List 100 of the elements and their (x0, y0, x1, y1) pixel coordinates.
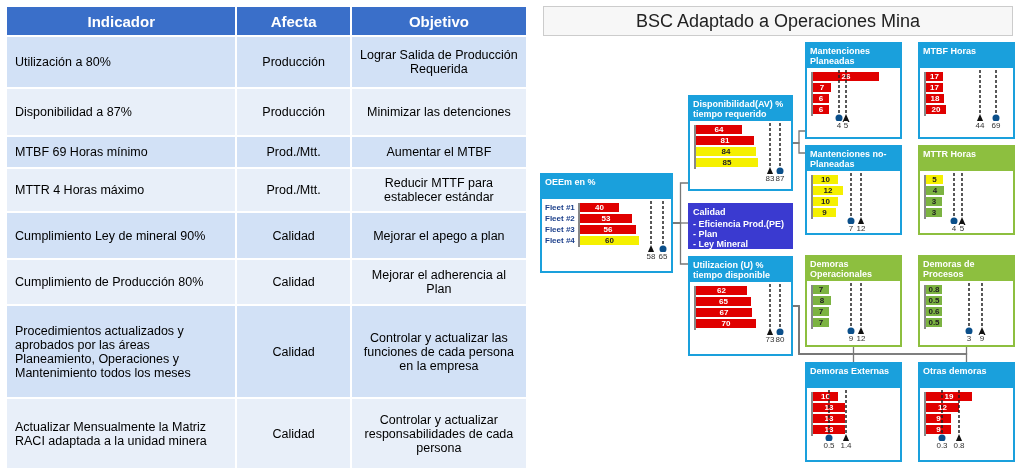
value-bar: 9 (926, 425, 951, 434)
value-bar: 12 (926, 403, 959, 412)
target-value: 7 (848, 224, 854, 233)
value-bar: 53 (580, 214, 632, 223)
table-cell: Lograr Salida de Producción Requerida (350, 36, 527, 88)
value-bar: 19 (926, 392, 972, 401)
list-item: - Eficiencia Prod.(PE) (692, 219, 786, 229)
row-label: Fleet #3 (545, 225, 575, 234)
target-value: 83 (765, 174, 775, 183)
value-bar: 5 (926, 175, 943, 184)
table-cell: Cumplimiento Ley de mineral 90% (6, 212, 237, 259)
value-bar: 10 (813, 392, 838, 401)
card-heading: Mantenciones Planeadas (807, 44, 900, 68)
value-bar: 7 (813, 318, 829, 327)
card-heading: OEEm en % (542, 175, 671, 199)
value-bar: 13 (813, 403, 845, 412)
table-cell: Calidad (236, 398, 351, 469)
table-cell: MTTR 4 Horas máximo (6, 168, 237, 212)
value-bar: 56 (580, 225, 636, 234)
table-cell: Controlar y actualizar las funciones de cada persona en la empresa (350, 305, 527, 398)
target-value: 73 (765, 335, 775, 344)
value-bar: 9 (926, 414, 951, 423)
card-heading: Otras demoras (920, 364, 1013, 388)
kpi-card (805, 255, 902, 347)
target-value: 1.4 (840, 441, 852, 450)
value-bar: 17 (926, 72, 943, 81)
card-heading: MTTR Horas (920, 147, 1013, 171)
target-value: 12 (856, 224, 866, 233)
row-label: Fleet #4 (545, 236, 575, 245)
value-bar: 0.5 (926, 296, 942, 305)
kpi-card (918, 255, 1015, 347)
value-bar: 10 (813, 197, 838, 206)
value-bar: 26 (813, 72, 879, 81)
value-bar: 6 (813, 94, 829, 103)
value-bar: 18 (926, 94, 944, 103)
value-bar: 20 (926, 105, 946, 114)
value-bar: 7 (813, 83, 831, 92)
target-value: 9 (979, 334, 985, 343)
table-cell: Reducir MTTF para establecer estándar (350, 168, 527, 212)
row-label: Fleet #1 (545, 203, 575, 212)
target-value: 87 (775, 174, 785, 183)
kpi-card (688, 95, 793, 191)
kpi-card (918, 145, 1015, 235)
target-value: 4 (836, 121, 842, 130)
target-value: 69 (991, 121, 1001, 130)
kpi-card (688, 256, 793, 356)
value-bar: 62 (696, 286, 747, 295)
table-cell: Producción (236, 36, 351, 88)
value-bar: 0.8 (926, 285, 942, 294)
value-bar: 60 (580, 236, 639, 245)
target-value: 65 (658, 252, 668, 261)
kpi-card (805, 145, 902, 235)
table-cell: Minimizar las detenciones (350, 88, 527, 136)
value-bar: 10 (813, 175, 838, 184)
card-heading: Disponibilidad(AV) % tiempo requerido (690, 97, 791, 121)
list-item: - Ley Mineral (692, 239, 749, 249)
table-cell: Calidad (236, 212, 351, 259)
table-cell: Cumplimiento de Producción 80% (6, 259, 237, 305)
table-cell: Calidad (236, 305, 351, 398)
target-value: 4 (951, 224, 957, 233)
kpi-card (688, 203, 793, 249)
value-bar: 81 (696, 136, 754, 145)
target-value: 58 (646, 252, 656, 261)
table-cell: Actualizar Mensualmente la Matriz RACI adaptada a la unidad minera (6, 398, 237, 469)
target-value: 0.3 (936, 441, 948, 450)
value-bar: 84 (696, 147, 756, 156)
value-bar: 65 (696, 297, 751, 306)
card-heading: Demoras Externas (807, 364, 900, 388)
value-bar: 7 (813, 307, 829, 316)
card-heading: MTBF Horas (920, 44, 1013, 68)
value-bar: 70 (696, 319, 756, 328)
target-value: 0.8 (953, 441, 965, 450)
row-label: Fleet #2 (545, 214, 575, 223)
value-bar: 64 (696, 125, 742, 134)
connector-line (672, 222, 689, 265)
table-cell: Aumentar el MTBF (350, 136, 527, 168)
header-cell: Afecta (236, 6, 351, 36)
header-cell: Indicador (6, 6, 237, 36)
kpi-card (918, 42, 1015, 139)
card-heading: Utilizacion (U) % tiempo disponible (690, 258, 791, 282)
target-value: 9 (848, 334, 854, 343)
kpi-card (805, 362, 902, 462)
value-bar: 17 (926, 83, 943, 92)
kpi-card (918, 362, 1015, 462)
table-cell: Procedimientos actualizados y aprobados por las áreas Planeamiento, Operaciones y Mantenimiento todos los meses (6, 305, 237, 398)
target-value: 44 (975, 121, 985, 130)
table-cell: Disponibilidad a 87% (6, 88, 237, 136)
value-bar: 8 (813, 296, 831, 305)
table-cell: Producción (236, 88, 351, 136)
card-heading: Demoras Operacionales (807, 257, 900, 281)
list-item: - Plan (692, 229, 719, 239)
kpi-card (540, 173, 673, 273)
value-bar: 0.6 (926, 307, 942, 316)
table-cell: Controlar y actualizar responsabilidades de cada persona (350, 398, 527, 469)
value-bar: 7 (813, 285, 829, 294)
table-cell: Utilización a 80% (6, 36, 237, 88)
table-cell: MTBF 69 Horas mínimo (6, 136, 237, 168)
value-bar: 0.5 (926, 318, 942, 327)
value-bar: 40 (580, 203, 619, 212)
connector-line (792, 142, 806, 154)
